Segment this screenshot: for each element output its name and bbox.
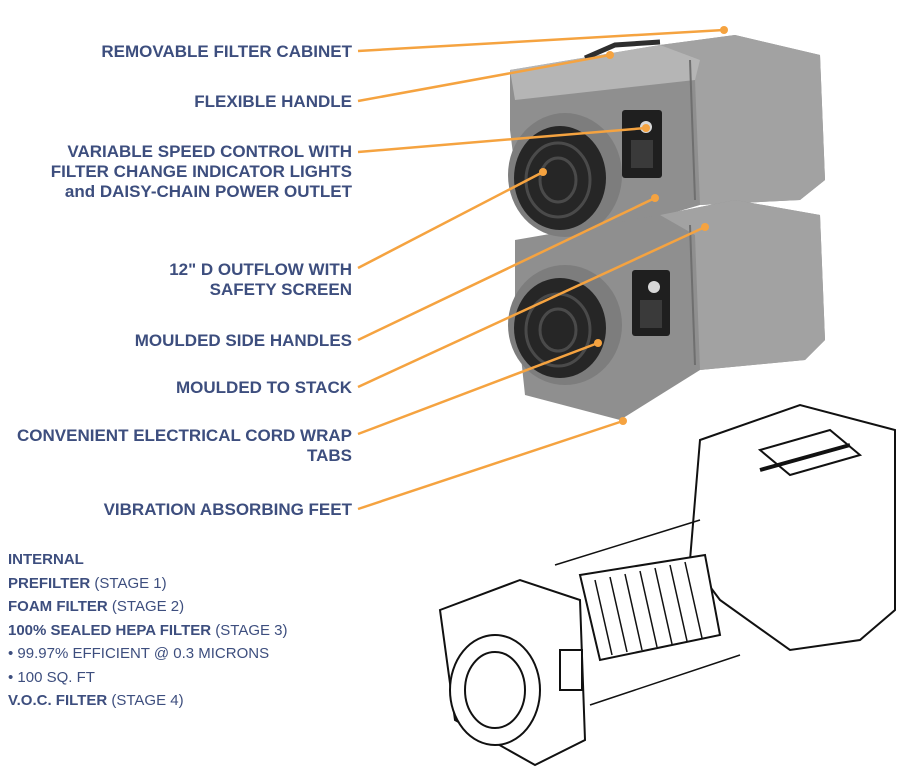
hepa-area: • 100 SQ. FT (8, 668, 95, 686)
callout-outflow-safety-screen: 12" D OUTFLOW WITH SAFETY SCREEN (169, 260, 352, 299)
callout-removable-filter-cabinet: REMOVABLE FILTER CABINET (101, 42, 352, 61)
callout-cord-wrap-tabs: CONVENIENT ELECTRICAL CORD WRAP TABS (17, 426, 352, 465)
filter-stage-3: 100% SEALED HEPA FILTER (STAGE 3) (8, 621, 288, 639)
lower-fan (508, 265, 622, 385)
callout-moulded-side-handles: MOULDED SIDE HANDLES (134, 331, 352, 350)
callout-vibration-feet: VIBRATION ABSORBING FEET (103, 500, 352, 519)
control-panel-upper (622, 110, 662, 178)
callout-flexible-handle: FLEXIBLE HANDLE (194, 92, 352, 111)
filter-stage-2: FOAM FILTER (STAGE 2) (8, 598, 185, 615)
exploded-view-drawing (438, 403, 896, 767)
callout-moulded-to-stack: MOULDED TO STACK (176, 378, 352, 397)
callout-variable-speed-control: VARIABLE SPEED CONTROL WITH FILTER CHANG… (50, 142, 352, 201)
control-panel-lower (632, 270, 670, 336)
internal-filters-list: INTERNAL PREFILTER (STAGE 1) FOAM FILTER… (8, 548, 288, 713)
internal-heading: INTERNAL (8, 551, 84, 568)
filter-stage-1: PREFILTER (STAGE 1) (8, 574, 167, 592)
upper-fan (508, 113, 622, 237)
filter-stage-4: V.O.C. FILTER (STAGE 4) (8, 692, 184, 709)
leader-lines (357, 26, 728, 511)
hepa-efficiency: • 99.97% EFFICIENT @ 0.3 MICRONS (8, 645, 270, 662)
